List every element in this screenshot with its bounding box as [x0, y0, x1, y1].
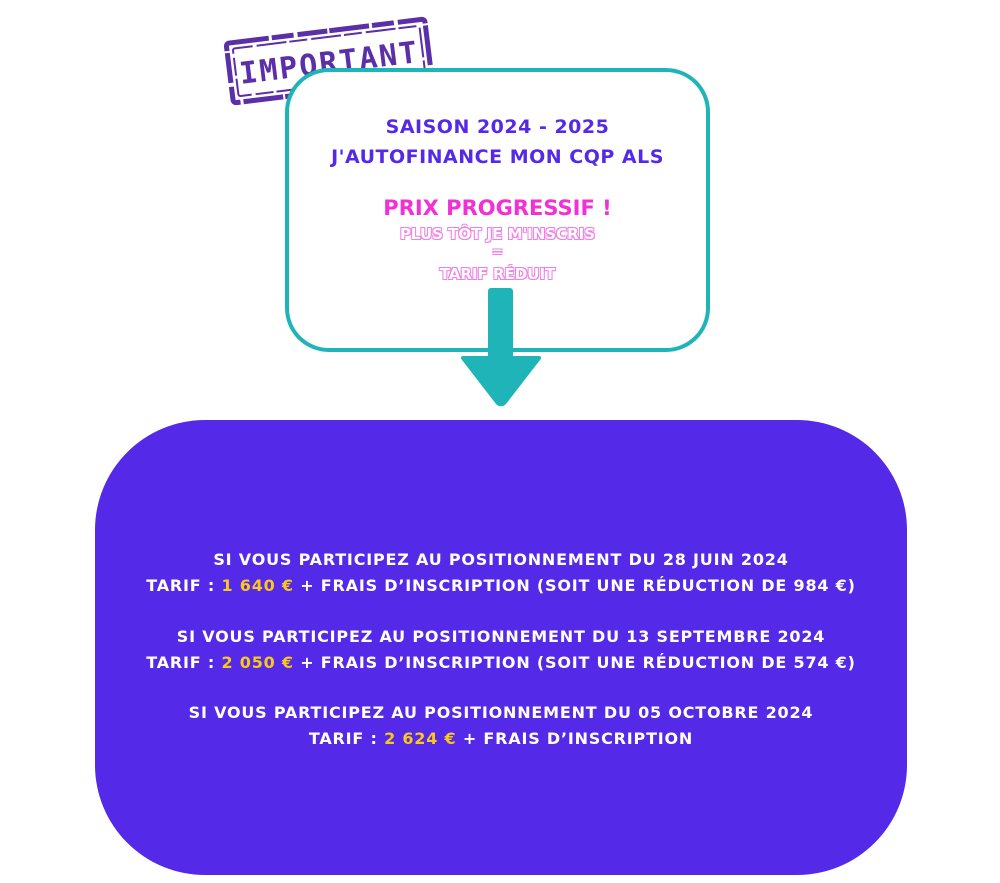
equals-sign: =	[492, 245, 503, 260]
arrow-down-shaft	[488, 288, 513, 360]
pricing-tier: SI VOUS PARTICIPEZ AU POSITIONNEMENT DU …	[95, 624, 907, 676]
arrow-down-icon	[461, 356, 541, 406]
tier-condition: SI VOUS PARTICIPEZ AU POSITIONNEMENT DU …	[188, 703, 814, 722]
reduced-rate-text: TARIF RÉDUIT	[439, 265, 556, 283]
early-signup-text: PLUS TÔT JE M'INSCRIS	[399, 225, 596, 243]
pricing-panel: SI VOUS PARTICIPEZ AU POSITIONNEMENT DU …	[95, 420, 907, 875]
season-card: SAISON 2024 - 2025 J'AUTOFINANCE MON CQP…	[285, 68, 710, 352]
tier-suffix: + FRAIS D’INSCRIPTION	[456, 729, 694, 748]
tier-suffix: + FRAIS D’INSCRIPTION (SOIT UNE RÉDUCTIO…	[293, 576, 856, 595]
tier-price: 1 640 €	[221, 576, 294, 595]
tier-condition: SI VOUS PARTICIPEZ AU POSITIONNEMENT DU …	[213, 550, 789, 569]
tier-price-line: TARIF : 2 624 € + FRAIS D’INSCRIPTION	[95, 726, 907, 752]
progressive-price-headline: PRIX PROGRESSIF !	[383, 196, 612, 220]
tier-price-line: TARIF : 2 050 € + FRAIS D’INSCRIPTION (S…	[95, 650, 907, 676]
season-title: SAISON 2024 - 2025	[385, 116, 610, 138]
tier-price: 2 050 €	[221, 653, 294, 672]
tier-condition: SI VOUS PARTICIPEZ AU POSITIONNEMENT DU …	[176, 627, 826, 646]
tier-suffix: + FRAIS D’INSCRIPTION (SOIT UNE RÉDUCTIO…	[293, 653, 856, 672]
program-title: J'AUTOFINANCE MON CQP ALS	[331, 146, 664, 168]
tarif-label: TARIF :	[308, 729, 385, 748]
tier-price: 2 624 €	[384, 729, 457, 748]
tarif-label: TARIF :	[146, 576, 222, 595]
pricing-tier: SI VOUS PARTICIPEZ AU POSITIONNEMENT DU …	[95, 700, 907, 752]
tier-price-line: TARIF : 1 640 € + FRAIS D’INSCRIPTION (S…	[95, 573, 907, 599]
pricing-tier: SI VOUS PARTICIPEZ AU POSITIONNEMENT DU …	[95, 547, 907, 599]
tarif-label: TARIF :	[146, 653, 222, 672]
